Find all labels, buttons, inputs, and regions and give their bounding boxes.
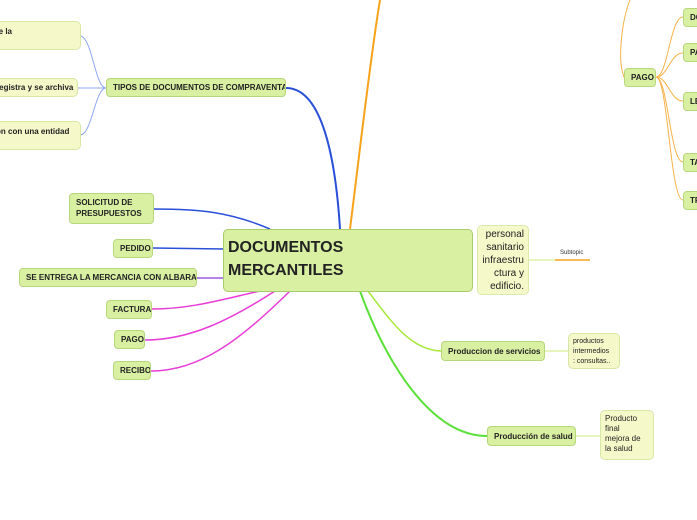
tipos-child-3-text: on con una entidad	[0, 127, 70, 136]
connector-pedido	[152, 247, 225, 250]
topic-albaran[interactable]: SE ENTREGA LA MERCANCIA CON ALBARAN	[19, 268, 197, 287]
connector-tipos-child-1	[79, 35, 107, 89]
connector-orange-up	[349, 0, 381, 230]
pago-child-le[interactable]: LE	[683, 92, 697, 111]
tipos-child-2-text: registra y se archiva	[0, 83, 74, 92]
pago-child-tr[interactable]: TR	[683, 191, 697, 210]
personal-line2: sanitario	[486, 242, 524, 253]
central-title-line2: MERCANTILES	[228, 262, 344, 279]
connector-solicitud	[153, 208, 271, 230]
servicios-child-line3: : consultas..	[573, 358, 611, 365]
tipos-child-1-text: te la	[0, 27, 13, 36]
pago-child-pa[interactable]: PA	[683, 43, 697, 62]
salud-child-line2: final	[605, 424, 620, 433]
central-title-line1: DOCUMENTOS	[228, 239, 344, 256]
salud-child-line1: Producto	[605, 414, 638, 423]
personal-line3: infraestru	[482, 255, 524, 266]
tipos-child-2[interactable]: registra y se archiva	[0, 78, 78, 97]
salud-child[interactable]: Producto final mejora de la salud	[600, 410, 654, 460]
pago-child-ta[interactable]: TA	[683, 153, 697, 172]
connector-pago-up	[620, 0, 631, 78]
solicitud-line1: SOLICITUD DE	[76, 198, 133, 207]
topic-factura[interactable]: FACTURA	[106, 300, 152, 319]
subtopic-label[interactable]: Subtopic	[560, 250, 584, 256]
connector-tipos-child-3	[79, 87, 107, 136]
personal-line4: ctura y	[493, 268, 524, 279]
connector-recibo	[150, 290, 291, 372]
connector-central-tipos	[285, 87, 341, 230]
connector-servicios	[367, 290, 442, 352]
tipos-child-1[interactable]: te la	[0, 21, 81, 50]
topic-produccion-salud[interactable]: Producción de salud	[487, 426, 576, 446]
salud-child-line3: mejora de	[605, 434, 641, 443]
servicios-child-line2: intermedios	[573, 348, 610, 355]
topic-personal-sanitario[interactable]: personal sanitario infraestru ctura y ed…	[477, 225, 529, 295]
topic-recibo[interactable]: RECIBO	[113, 361, 151, 380]
topic-tipos-documentos[interactable]: TIPOS DE DOCUMENTOS DE COMPRAVENTA	[106, 78, 286, 97]
topic-pedido[interactable]: PEDIDO	[113, 239, 153, 258]
pago-child-do[interactable]: DO	[683, 8, 697, 27]
connector-pago-tr	[655, 76, 684, 201]
topic-pago-right[interactable]: PAGO	[624, 68, 656, 87]
connector-pago	[144, 290, 276, 341]
connector-salud	[359, 290, 488, 437]
connector-pago-do	[655, 16, 684, 78]
connector-pago-le	[655, 76, 684, 102]
tipos-child-3[interactable]: on con una entidad	[0, 121, 81, 150]
connector-factura	[151, 290, 261, 310]
connector-pago-pa	[655, 52, 684, 78]
personal-line5: edificio.	[490, 281, 524, 292]
topic-solicitud-presupuestos[interactable]: SOLICITUD DE PRESUPUESTOS	[69, 193, 154, 224]
topic-pago-left[interactable]: PAGO	[114, 330, 145, 349]
servicios-child[interactable]: productos intermedios : consultas..	[568, 333, 620, 369]
topic-produccion-servicios[interactable]: Produccion de servicios	[441, 341, 545, 361]
central-topic[interactable]: DOCUMENTOS MERCANTILES	[223, 229, 473, 292]
personal-line1: personal	[485, 229, 524, 240]
solicitud-line2: PRESUPUESTOS	[76, 209, 142, 218]
servicios-child-line1: productos	[573, 338, 604, 345]
salud-child-line4: la salud	[605, 444, 633, 453]
